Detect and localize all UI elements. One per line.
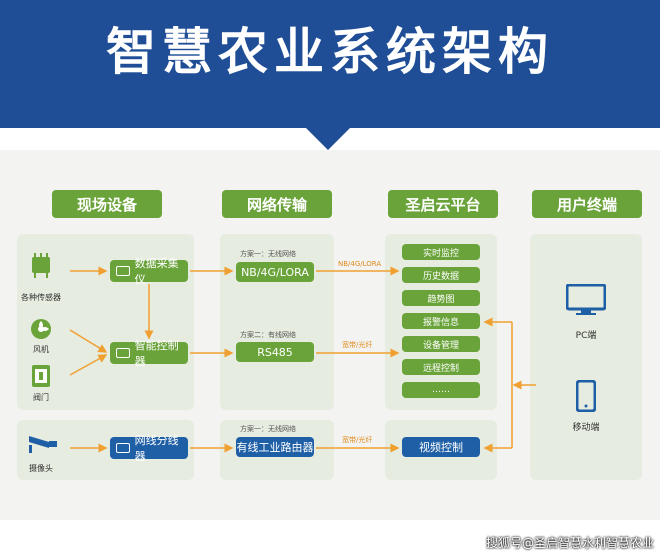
sensor-label: 各种传感器 xyxy=(21,293,61,302)
smart-controller-label: 智能控制器 xyxy=(134,339,179,368)
platform-item-realtime: 实时监控 xyxy=(402,244,480,260)
platform-item-more: …… xyxy=(402,382,480,398)
camera-label: 摄像头 xyxy=(29,464,53,473)
valve-icon xyxy=(32,365,50,387)
footer xyxy=(0,520,660,559)
mobile-icon xyxy=(576,380,596,412)
plan2-box: RS485 xyxy=(236,342,314,362)
platform-item-history: 历史数据 xyxy=(402,267,480,283)
mobile-label: 移动端 xyxy=(572,423,600,433)
plan1-box: NB/4G/LORA xyxy=(236,262,314,282)
column-header-network: 网络传输 xyxy=(222,190,332,218)
controller-icon xyxy=(116,348,130,358)
plan3-link-label: 宽带/光纤 xyxy=(342,436,373,444)
column-header-cloud-platform: 圣启云平台 xyxy=(388,190,498,218)
fan-icon xyxy=(31,319,51,339)
fan-label: 风机 xyxy=(33,345,49,354)
pc-icon xyxy=(566,284,606,315)
plan2-link-label: 宽带/光纤 xyxy=(342,341,373,349)
column-header-user-terminal: 用户终端 xyxy=(532,190,642,218)
data-collector-box: 数据采集仪 xyxy=(110,257,188,286)
platform-item-device-mgmt: 设备管理 xyxy=(402,336,480,352)
title-banner xyxy=(0,0,660,128)
collector-icon xyxy=(116,266,130,276)
terminal-panel xyxy=(530,234,642,480)
platform-video-control: 视频控制 xyxy=(402,437,480,457)
platform-item-remote: 远程控制 xyxy=(402,359,480,375)
splitter-icon xyxy=(116,443,130,453)
page-title: 智慧农业系统架构 xyxy=(106,23,554,81)
plan1-link-label: NB/4G/LORA xyxy=(338,260,382,268)
valve-label: 阀门 xyxy=(33,393,49,402)
camera-icon xyxy=(29,436,57,453)
network-splitter-box: 网线分线器 xyxy=(110,434,188,463)
smart-controller-box: 智能控制器 xyxy=(110,339,188,368)
platform-item-trend: 趋势图 xyxy=(402,290,480,306)
watermark: 搜狐号@圣启智慧水利智慧农业 xyxy=(485,536,654,550)
column-header-field-devices: 现场设备 xyxy=(52,190,162,218)
platform-item-alarm: 报警信息 xyxy=(402,313,480,329)
data-collector-label: 数据采集仪 xyxy=(134,257,179,286)
network-splitter-label: 网线分线器 xyxy=(134,434,179,463)
pc-label: PC端 xyxy=(575,331,597,341)
banner-notch xyxy=(304,126,352,150)
plan1-label: 方案一：无线网络 xyxy=(240,250,296,258)
plan2-label: 方案二：有线网络 xyxy=(240,331,296,339)
plan3-label: 方案一：无线网络 xyxy=(240,425,296,433)
plan3-box: 有线工业路由器 xyxy=(236,437,314,457)
sensor-icon xyxy=(32,253,50,278)
